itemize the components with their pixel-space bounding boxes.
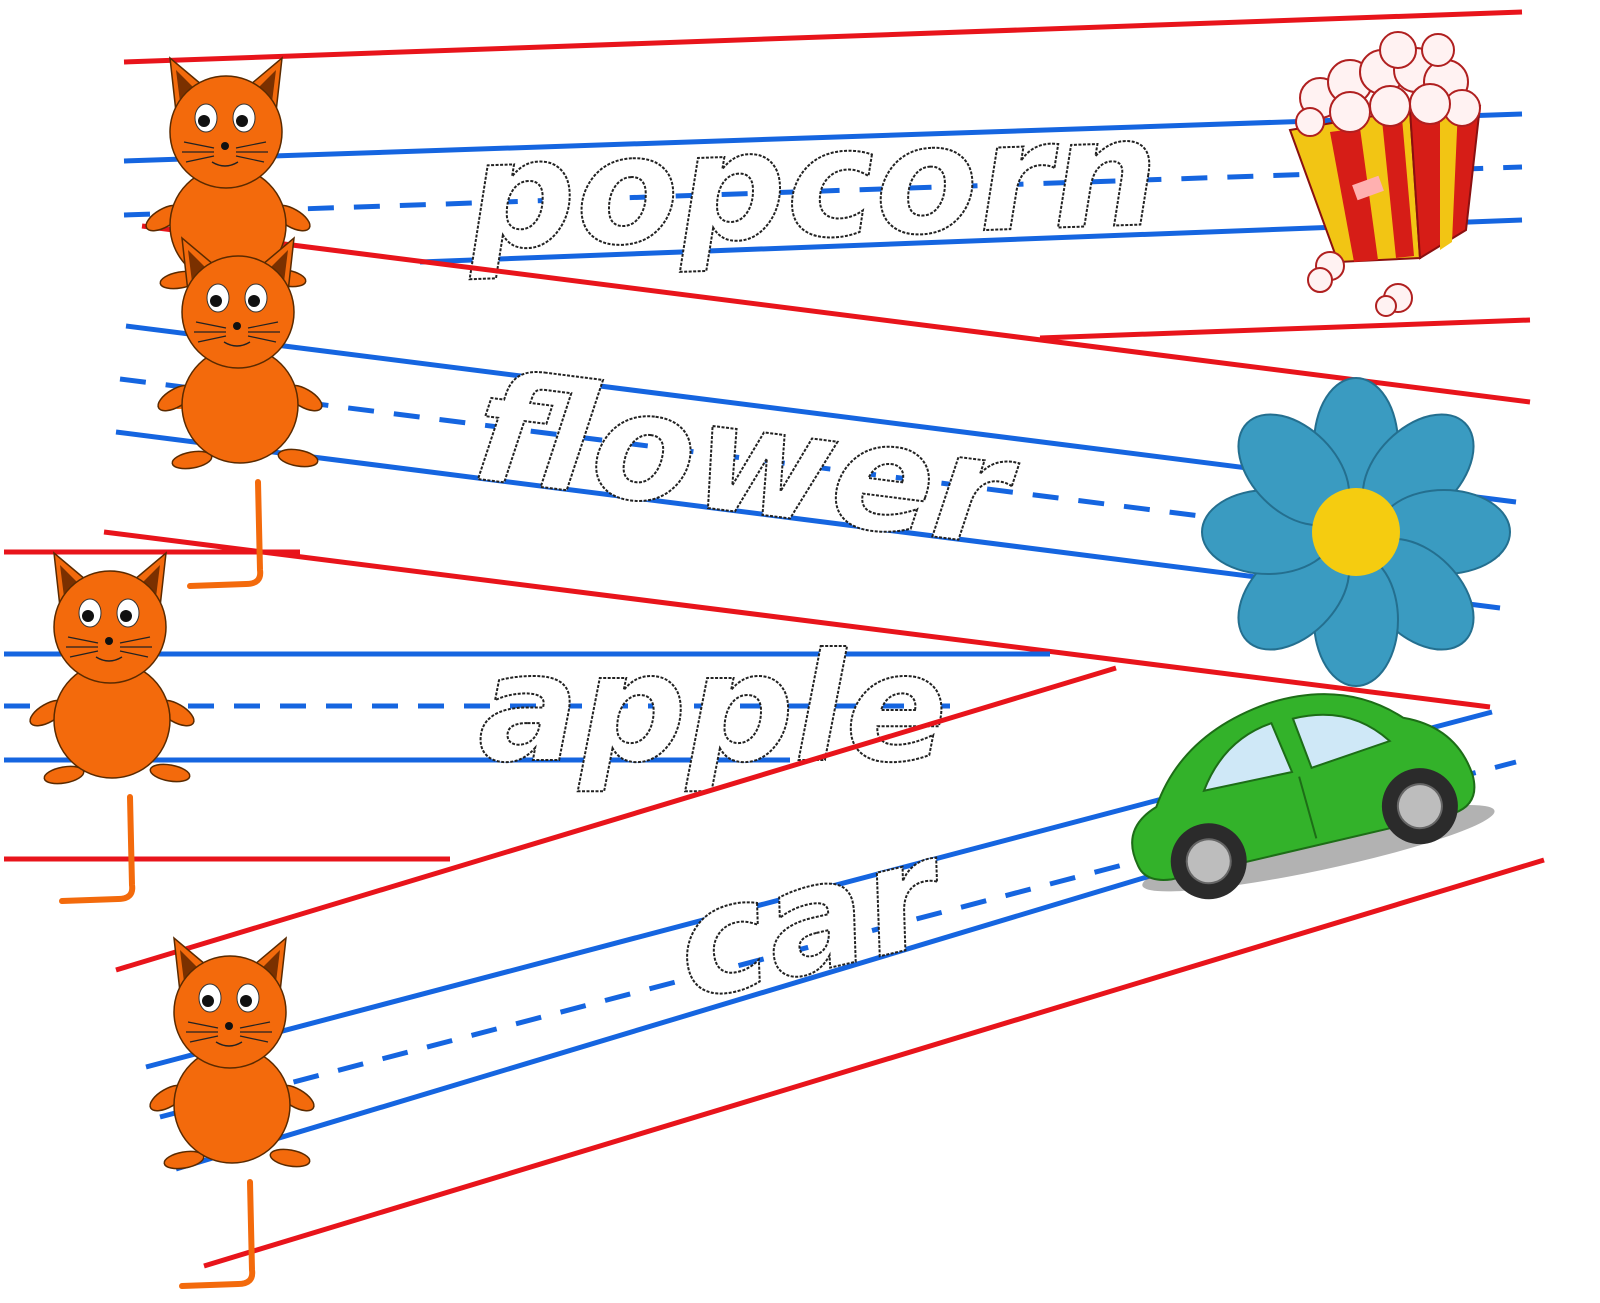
cat-icon — [26, 553, 198, 901]
car-icon — [1131, 693, 1495, 900]
row4-baseline — [175, 873, 1151, 1172]
cat-icon — [154, 238, 326, 586]
word-car: car — [659, 804, 963, 1035]
popcorn-icon — [1288, 31, 1482, 317]
word-popcorn: popcorn — [463, 86, 1161, 284]
row-apple: apple — [4, 529, 1491, 862]
row2-top-line — [141, 223, 1531, 405]
row3-top-line-diagonal — [103, 529, 1491, 710]
row4-top-line — [115, 665, 1117, 973]
row1-dashed-midline — [123, 164, 1523, 218]
row1-top-line — [123, 9, 1523, 65]
row1-bottom-line — [1039, 317, 1531, 341]
row4-bottom-line — [203, 857, 1545, 1269]
row1-upper-midline — [123, 111, 1523, 164]
row-popcorn: popcorn — [123, 9, 1531, 341]
flower-icon — [1201, 377, 1511, 687]
word-apple: apple — [478, 622, 947, 796]
word-flower: flower — [465, 341, 1026, 582]
